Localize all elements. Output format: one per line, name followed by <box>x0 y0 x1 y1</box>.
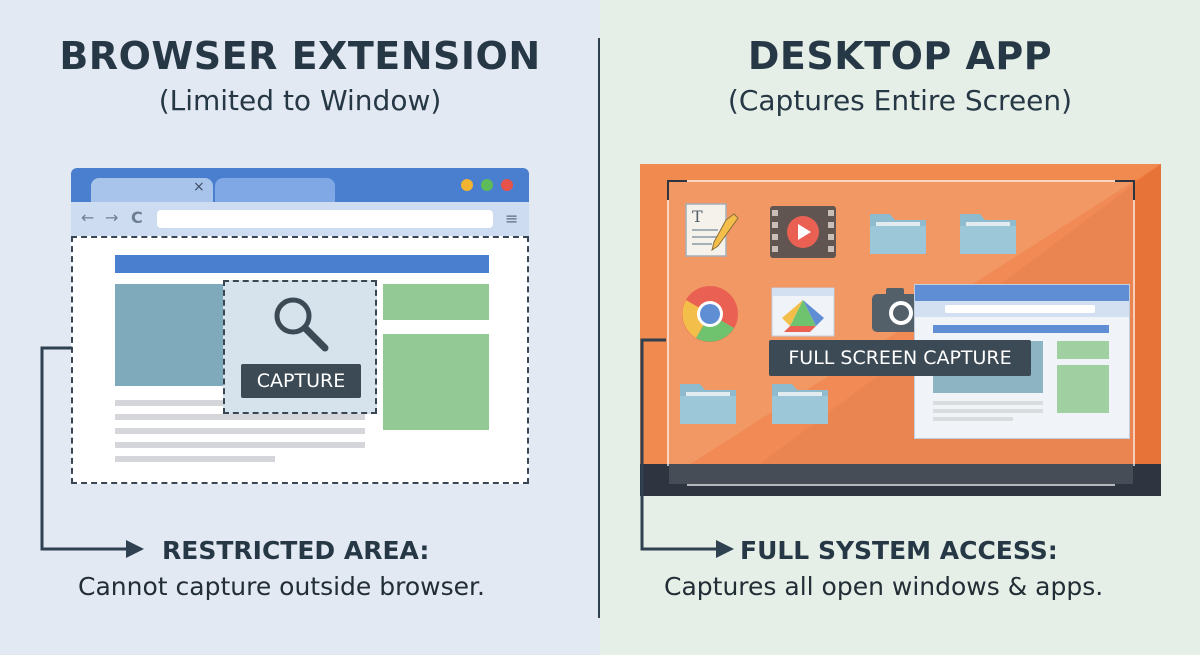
corner-bracket <box>667 180 687 200</box>
mini-toolbar <box>915 301 1129 317</box>
caption-text: Cannot capture outside browser. <box>78 572 485 601</box>
chrome-icon <box>682 286 738 342</box>
text-document-icon: T <box>685 203 739 257</box>
arrow-right-icon <box>40 346 144 558</box>
browser-tab-active <box>91 178 213 202</box>
text-line <box>115 414 365 420</box>
caption-text: Captures all open windows & apps. <box>664 572 1104 601</box>
text-line <box>115 428 365 434</box>
mini-tab-bar <box>915 285 1129 301</box>
google-drive-icon <box>771 287 835 337</box>
page-side-block <box>383 334 489 430</box>
browser-window-mockup: × ← → C ≡ <box>71 168 529 484</box>
browser-tab-bar: × <box>71 168 529 202</box>
desktop-screen-mockup: T <box>640 164 1161 496</box>
browser-toolbar: ← → C ≡ <box>71 202 529 236</box>
full-screen-capture-label: FULL SCREEN CAPTURE <box>769 340 1031 376</box>
close-dot-icon <box>501 179 513 191</box>
magnifier-icon <box>274 297 329 352</box>
mini-header-bar <box>933 325 1109 333</box>
caption-heading: FULL SYSTEM ACCESS: <box>740 536 1058 565</box>
folder-icon <box>680 384 736 424</box>
mini-side-block <box>1057 365 1109 413</box>
address-bar <box>157 210 493 228</box>
panel-divider <box>598 38 601 618</box>
minimize-dot-icon <box>461 179 473 191</box>
panel-subtitle: (Limited to Window) <box>158 84 442 117</box>
taskbar <box>640 464 1161 496</box>
mini-address-bar <box>945 305 1095 313</box>
capture-label: CAPTURE <box>241 364 361 398</box>
mini-text-line <box>933 401 1043 405</box>
arrow-right-icon <box>640 338 734 558</box>
panel-title: BROWSER EXTENSION <box>59 34 541 78</box>
text-line <box>115 456 275 462</box>
capture-selection-box: CAPTURE <box>223 280 377 414</box>
reload-icon: C <box>131 208 143 227</box>
hamburger-menu-icon: ≡ <box>505 209 519 228</box>
browser-extension-panel: BROWSER EXTENSION (Limited to Window) × … <box>40 34 541 601</box>
corner-bracket <box>1115 466 1135 486</box>
back-arrow-icon: ← <box>81 208 95 227</box>
mini-text-line <box>933 417 1013 421</box>
svg-text:T: T <box>692 207 703 226</box>
browser-viewport-restricted-area: CAPTURE <box>71 236 529 484</box>
folder-icon <box>870 214 926 254</box>
panel-title: DESKTOP APP <box>747 34 1053 78</box>
mini-side-block <box>1057 341 1109 359</box>
text-line <box>115 442 365 448</box>
folder-icon <box>772 384 828 424</box>
browser-tab <box>215 178 335 202</box>
corner-bracket <box>667 466 687 486</box>
open-window-mockup <box>914 284 1130 439</box>
maximize-dot-icon <box>481 179 493 191</box>
close-tab-icon: × <box>193 179 205 195</box>
page-side-block <box>383 284 489 320</box>
folder-icon <box>960 214 1016 254</box>
mini-text-line <box>933 409 1043 413</box>
page-image-block <box>115 284 225 386</box>
page-header-bar <box>115 255 489 273</box>
corner-bracket <box>1115 180 1135 200</box>
full-screen-capture-frame <box>667 180 1135 486</box>
video-player-icon <box>770 206 836 258</box>
forward-arrow-icon: → <box>105 208 119 227</box>
panel-subtitle: (Captures Entire Screen) <box>727 84 1073 117</box>
caption-heading: RESTRICTED AREA: <box>162 536 430 565</box>
